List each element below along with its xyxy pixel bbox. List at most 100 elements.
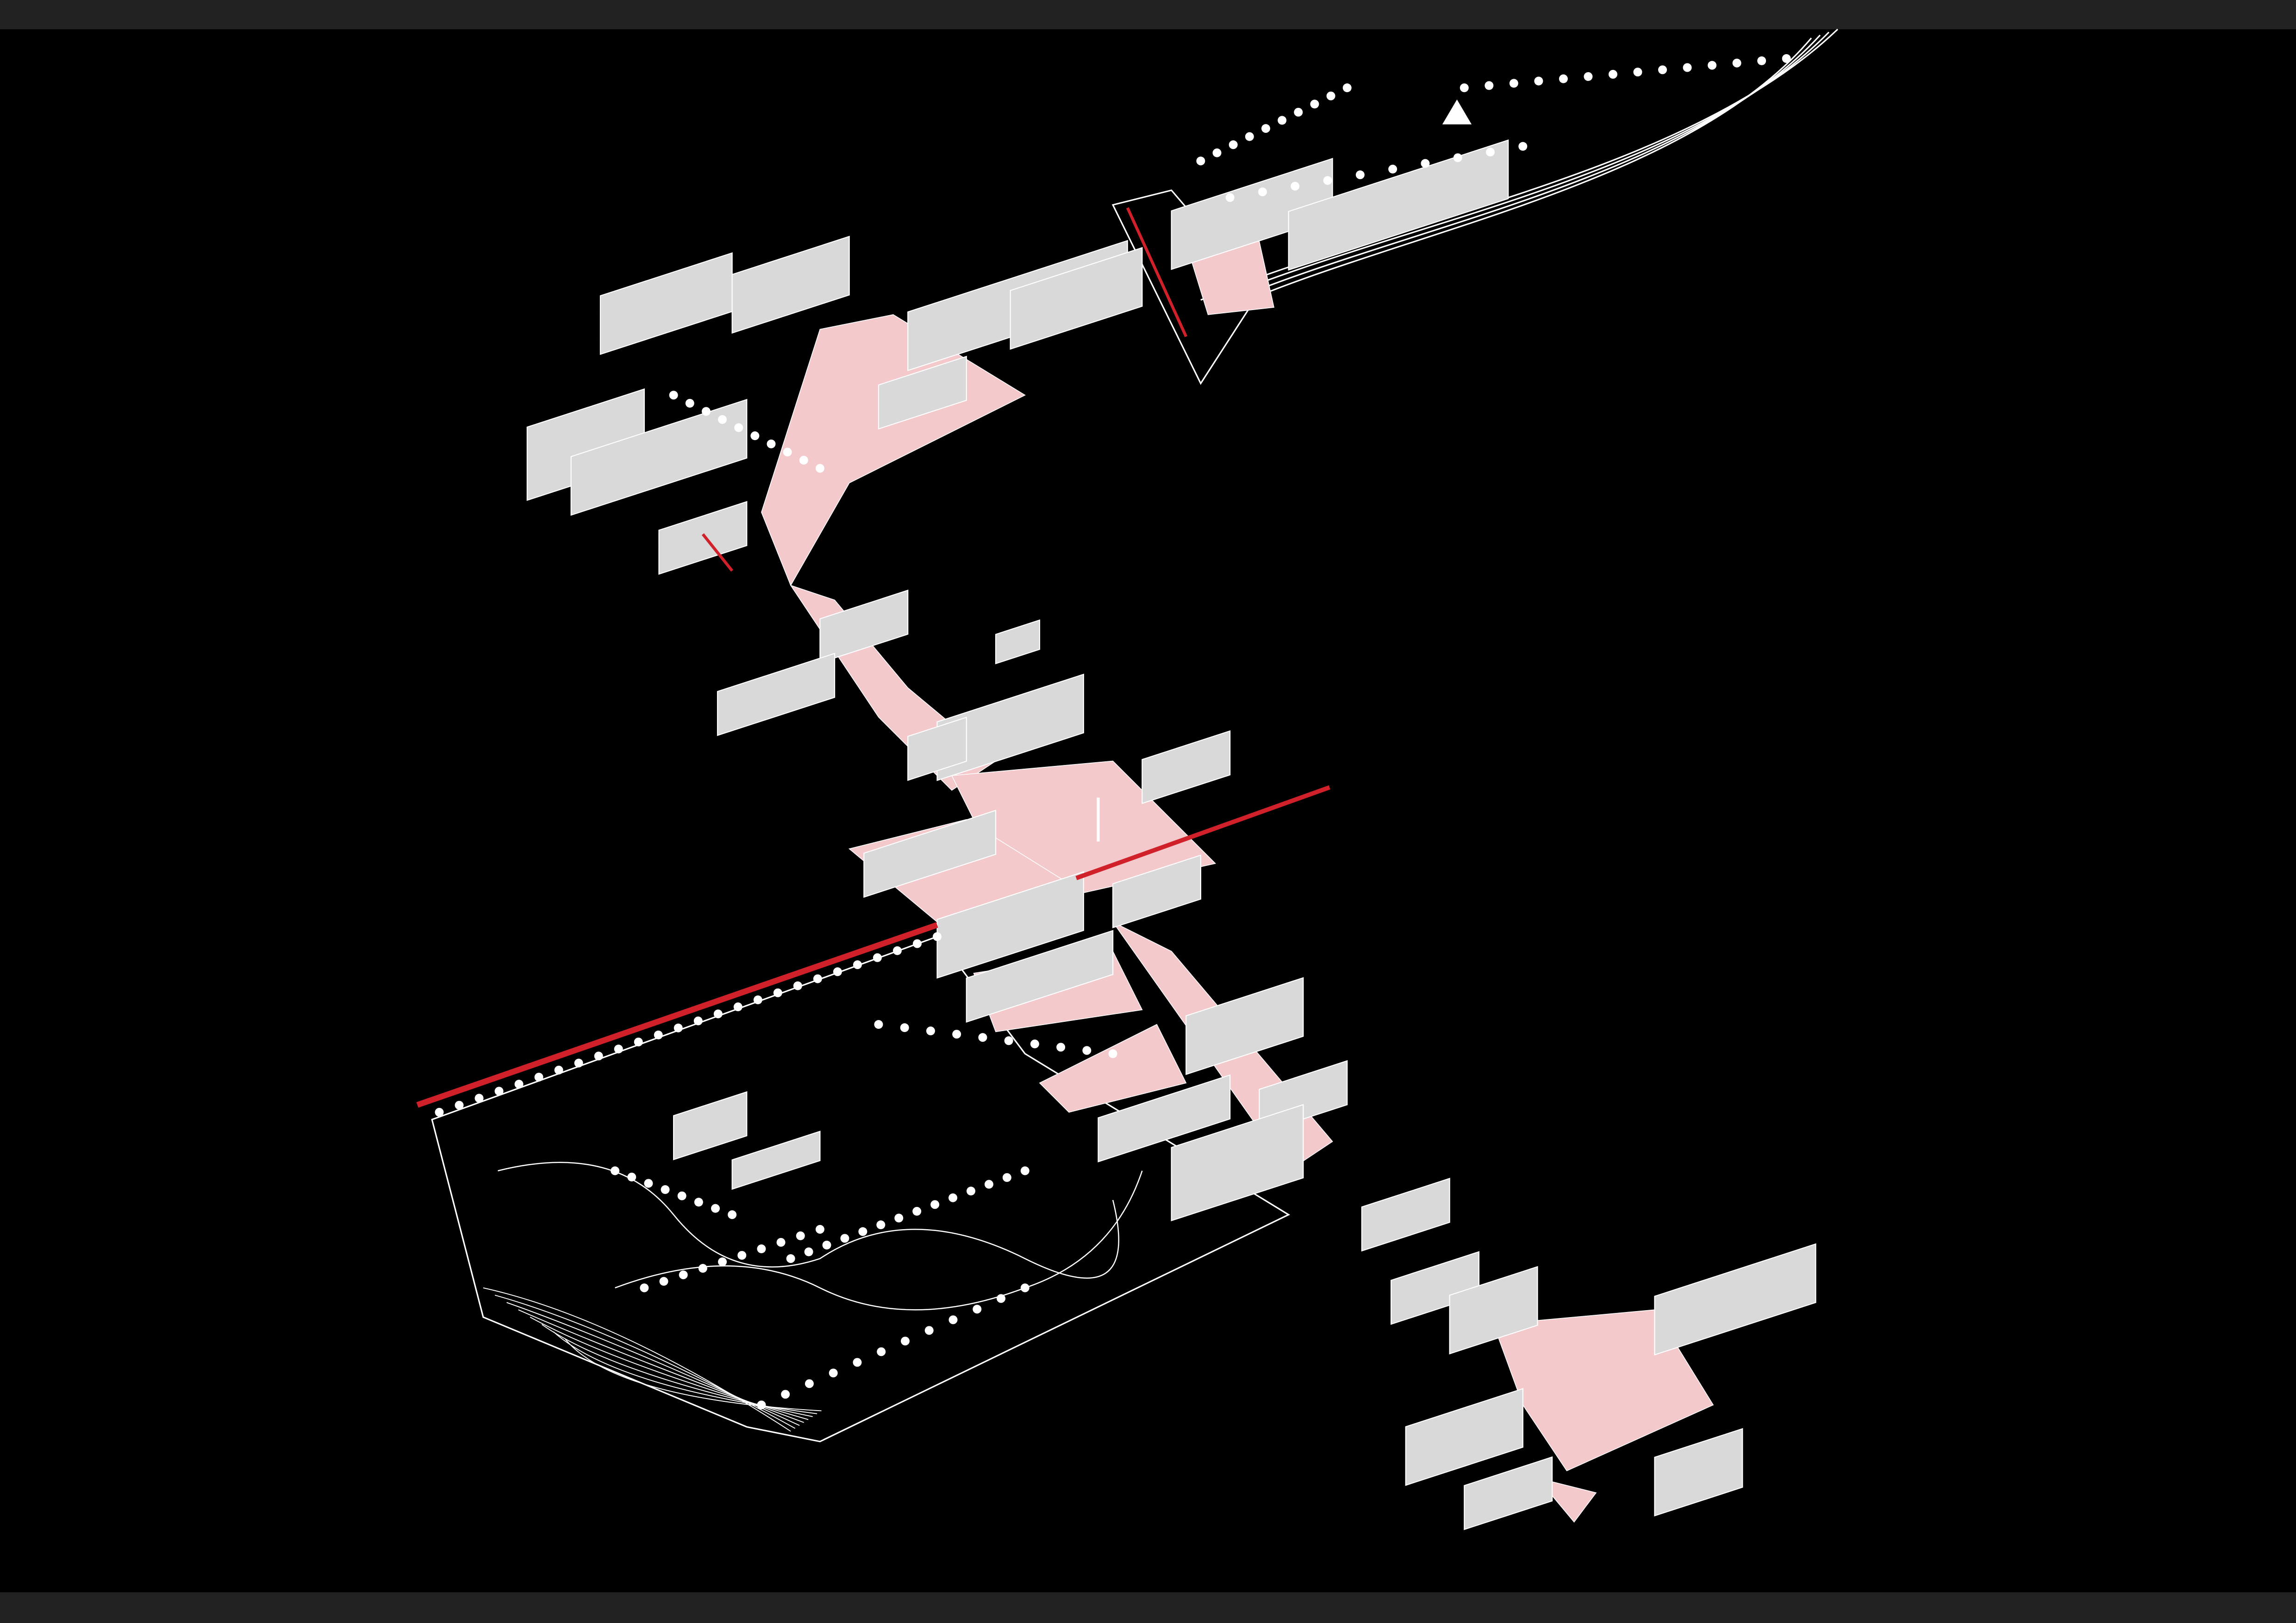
tree-icon (750, 431, 760, 441)
tree-icon (435, 1107, 444, 1117)
tree-icon (574, 1058, 583, 1068)
tree-icon (933, 932, 942, 941)
building-block (731, 236, 850, 334)
tent-icon (1442, 99, 1472, 124)
tree-icon (1020, 1283, 1029, 1293)
building-block (1654, 1428, 1743, 1517)
tree-icon (1326, 91, 1335, 100)
building-block (673, 1091, 748, 1161)
building-block (878, 355, 967, 430)
tree-icon (833, 967, 842, 976)
tree-icon (877, 1347, 886, 1356)
tree-icon (926, 1026, 935, 1036)
tree-icon (718, 1257, 727, 1267)
tree-icon (1229, 140, 1238, 149)
tree-icon (534, 1072, 543, 1082)
tree-icon (474, 1094, 484, 1103)
tree-icon (627, 1172, 636, 1181)
building-block (907, 716, 967, 781)
tree-icon (815, 464, 824, 473)
top-frame-bar (0, 0, 2296, 30)
tree-icon (1584, 72, 1593, 81)
tree-icon (1310, 99, 1319, 109)
tree-icon (894, 1213, 904, 1223)
tree-icon (829, 1368, 838, 1378)
tree-icon (1708, 61, 1717, 70)
tree-icon (1486, 148, 1495, 157)
tree-icon (757, 1244, 766, 1253)
tree-icon (674, 1023, 683, 1032)
tree-icon (813, 974, 822, 983)
bottom-frame-bar (0, 1592, 2296, 1623)
public-space (1039, 1024, 1187, 1113)
tree-icon (1608, 70, 1617, 79)
tree-icon (1658, 65, 1667, 75)
tree-icon (1509, 79, 1518, 88)
tree-icon (978, 1033, 987, 1042)
tree-icon (611, 1166, 620, 1175)
building-block (731, 1131, 821, 1190)
tree-icon (1196, 156, 1205, 166)
tree-icon (713, 1009, 723, 1019)
tree-icon (718, 415, 727, 424)
building-block (995, 619, 1041, 665)
tree-icon (973, 1305, 982, 1314)
tree-icon (733, 1002, 742, 1012)
building-block (1098, 1074, 1231, 1163)
trees (435, 54, 1791, 1410)
tree-icon (767, 439, 776, 448)
tree-icon (900, 1023, 909, 1032)
tree-icon (737, 1251, 747, 1260)
building-block (1171, 1104, 1304, 1222)
tree-icon (853, 1358, 862, 1367)
building-block (570, 398, 748, 516)
tree-icon (815, 1225, 824, 1234)
tree-icon (1518, 142, 1528, 151)
tree-icon (796, 1231, 805, 1240)
tree-icon (1225, 193, 1235, 202)
building-block (1288, 139, 1509, 271)
building-block (819, 590, 909, 664)
tree-icon (1453, 153, 1462, 162)
tree-icon (776, 1237, 786, 1247)
building-block (1449, 1266, 1538, 1355)
tree-icon (1294, 107, 1303, 117)
tree-icon (799, 455, 808, 465)
tree-icon (728, 1210, 737, 1219)
tree-icon (1002, 1173, 1011, 1182)
building-block (1361, 1177, 1450, 1252)
tree-icon (661, 1185, 670, 1194)
tree-icon (1732, 58, 1741, 68)
tree-icon (1388, 164, 1398, 174)
building-block (1654, 1243, 1816, 1356)
tree-icon (781, 1390, 790, 1399)
tree-icon (1278, 116, 1287, 125)
red-accent-lines (416, 207, 1330, 1108)
building-block (936, 871, 1084, 979)
tree-icon (554, 1065, 563, 1075)
tree-icon (679, 1270, 688, 1280)
building-block (1405, 1388, 1523, 1486)
tree-icon (685, 398, 694, 408)
tree-icon (1020, 1166, 1029, 1175)
tree-icon (840, 1234, 849, 1243)
building-block (1464, 1456, 1553, 1530)
tree-icon (783, 448, 792, 457)
tree-icon (853, 960, 862, 970)
building-block (966, 930, 1114, 1023)
tree-icon (1108, 1049, 1117, 1058)
tree-icon (701, 407, 711, 416)
tree-icon (1534, 76, 1543, 86)
tree-icon (1421, 159, 1430, 168)
railway-track (1218, 37, 1812, 314)
tree-icon (711, 1204, 720, 1213)
tree-icon (693, 1016, 703, 1026)
tree-icon (1342, 83, 1352, 93)
tree-icon (930, 1200, 940, 1209)
tree-icon (892, 946, 902, 955)
tree-icon (874, 1020, 883, 1029)
tree-icon (1683, 63, 1692, 72)
tree-icon (1633, 68, 1642, 77)
building-block (1390, 1251, 1480, 1325)
